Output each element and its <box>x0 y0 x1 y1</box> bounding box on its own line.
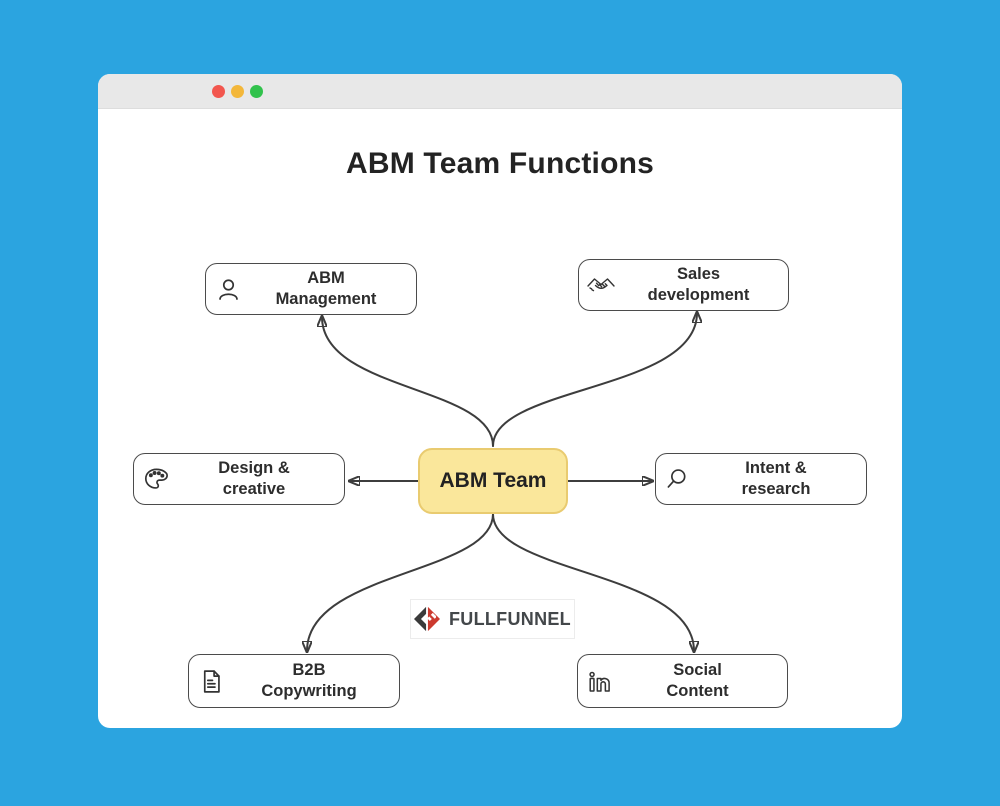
node-abm-team-center: ABM Team <box>418 448 568 514</box>
linkedin-icon <box>578 667 622 695</box>
node-label: Social Content <box>666 661 729 700</box>
edge-center-to-sales-development <box>492 313 697 447</box>
node-sales-development: Sales development <box>578 259 789 311</box>
minimize-button[interactable] <box>231 85 244 98</box>
document-icon <box>189 668 233 695</box>
center-node-label: ABM Team <box>439 469 547 492</box>
node-label: Design & creative <box>218 459 290 498</box>
node-label: Intent & research <box>741 459 811 498</box>
node-label: B2B Copywriting <box>261 661 357 700</box>
node-social-content: Social Content <box>577 654 788 708</box>
node-label: Sales development <box>647 265 750 304</box>
node-intent-research: Intent & research <box>655 453 867 505</box>
fullfunnel-logo-text: FULLFUNNEL <box>449 608 571 629</box>
handshake-icon <box>579 274 623 296</box>
diagram-canvas: ABM Team Functions <box>98 109 902 728</box>
node-abm-management: ABM Management <box>205 263 417 315</box>
node-label: ABM Management <box>275 269 377 308</box>
palette-icon <box>134 466 178 493</box>
zoom-button[interactable] <box>250 85 263 98</box>
browser-window: ABM Team Functions <box>98 74 902 728</box>
edge-center-to-abm-management <box>322 317 494 447</box>
person-icon <box>206 276 250 303</box>
fullfunnel-logo: FULLFUNNEL <box>410 599 575 639</box>
window-titlebar <box>98 74 902 109</box>
fullfunnel-logo-mark-icon <box>414 606 440 632</box>
magnifier-icon <box>656 466 700 493</box>
page-title: ABM Team Functions <box>345 147 655 180</box>
close-button[interactable] <box>212 85 225 98</box>
node-b2b-copywriting: B2B Copywriting <box>188 654 400 708</box>
node-design-creative: Design & creative <box>133 453 345 505</box>
